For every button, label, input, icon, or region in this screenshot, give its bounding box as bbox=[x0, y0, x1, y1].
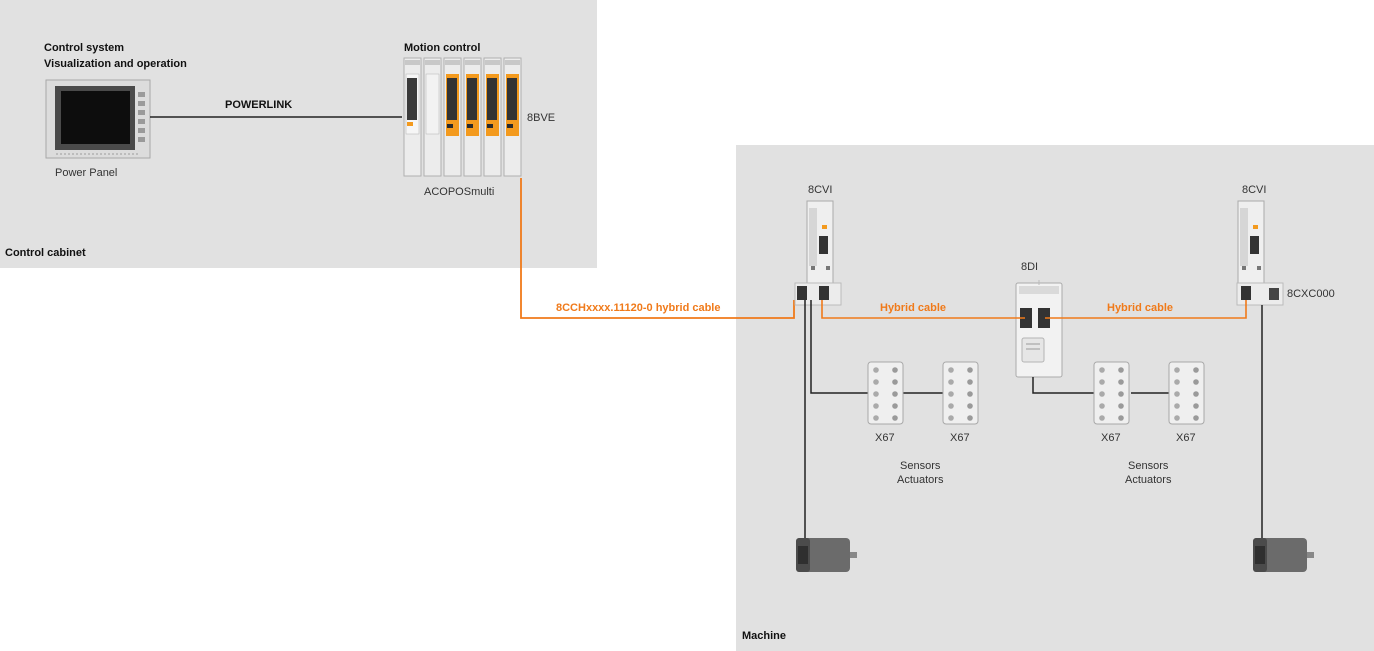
hybrid-cable-right-label: Hybrid cable bbox=[1107, 302, 1174, 314]
control-system-title: Control system bbox=[44, 42, 125, 54]
hybrid-cable-right bbox=[1045, 300, 1247, 319]
io-group-left-line1: Sensors bbox=[900, 460, 941, 472]
8bve-label: 8BVE bbox=[527, 112, 556, 124]
io-wire-right bbox=[1032, 377, 1094, 394]
machine-label: Machine bbox=[742, 630, 787, 642]
main-hybrid-cable bbox=[520, 178, 795, 319]
inverter-right-label: 8CVI bbox=[1242, 184, 1267, 196]
terminator-label: 8CXC000 bbox=[1287, 288, 1335, 300]
x67-label-2: X67 bbox=[950, 432, 970, 444]
io-group-left-line2: Actuators bbox=[897, 474, 944, 486]
control-cabinet-label: Control cabinet bbox=[5, 247, 86, 259]
control-system-subtitle: Visualization and operation bbox=[44, 58, 187, 70]
x67-module-icon-4 bbox=[1168, 361, 1205, 425]
power-panel-label: Power Panel bbox=[55, 167, 118, 179]
x67-label-4: X67 bbox=[1176, 432, 1196, 444]
inverter-left-label: 8CVI bbox=[808, 184, 833, 196]
powerlink-label: POWERLINK bbox=[225, 99, 293, 111]
x67-label-1: X67 bbox=[875, 432, 895, 444]
inverter-left-icon bbox=[794, 200, 842, 306]
motor-left-icon bbox=[796, 538, 857, 572]
distributor-label: 8DI bbox=[1021, 261, 1039, 273]
x67-module-icon-2 bbox=[942, 361, 979, 425]
acoposmulti-rack bbox=[403, 57, 522, 177]
x67-label-3: X67 bbox=[1101, 432, 1121, 444]
motor-right-icon bbox=[1253, 538, 1314, 572]
terminator-plug bbox=[1269, 288, 1279, 300]
main-cable-label: 8CCHxxxx.11120-0 hybrid cable bbox=[556, 302, 721, 314]
io-group-right-line1: Sensors bbox=[1128, 460, 1169, 472]
power-panel-icon bbox=[45, 79, 151, 159]
io-wire-left bbox=[810, 300, 868, 394]
acoposmulti-label: ACOPOSmulti bbox=[424, 186, 495, 198]
hybrid-cable-left-label: Hybrid cable bbox=[880, 302, 947, 314]
hybrid-cable-left bbox=[821, 300, 1025, 319]
motion-control-title: Motion control bbox=[404, 42, 481, 54]
x67-module-icon-3 bbox=[1093, 361, 1130, 425]
x67-module-icon-1 bbox=[867, 361, 904, 425]
io-group-right-line2: Actuators bbox=[1125, 474, 1172, 486]
distributor-icon bbox=[1015, 280, 1063, 378]
